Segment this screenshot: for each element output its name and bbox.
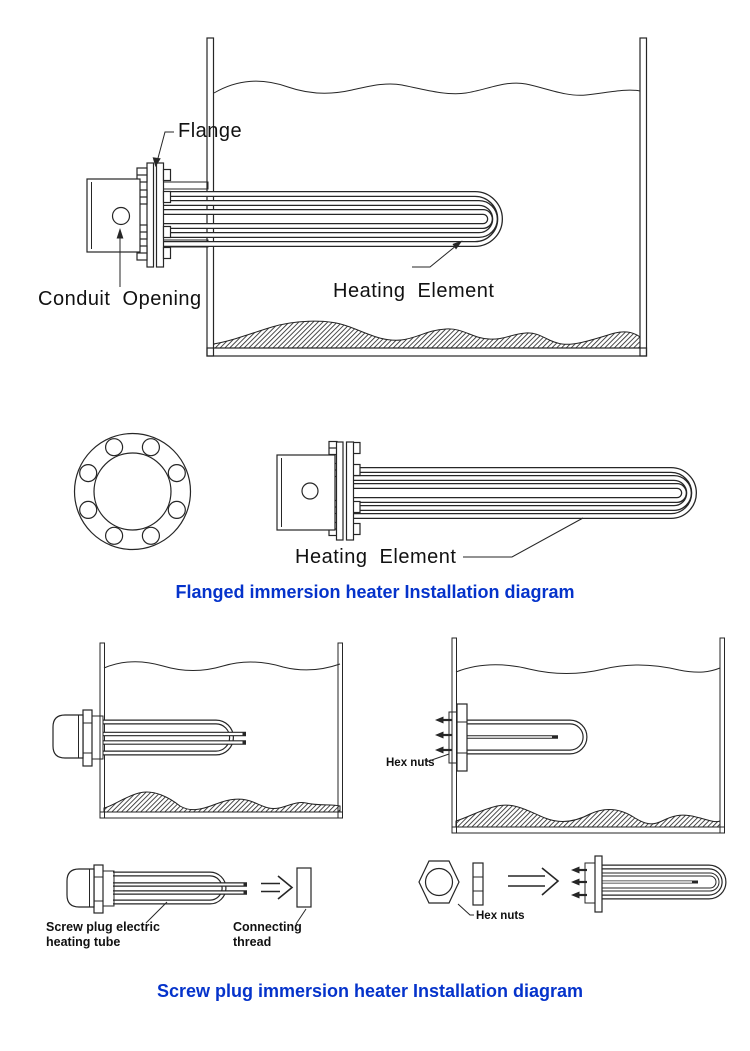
- heater3-hex-plate: [82, 709, 93, 767]
- hex-nut-bore: [424, 867, 454, 897]
- heating-element-label-1: Heating Element: [333, 280, 494, 302]
- hex-nut-side-view: [472, 862, 484, 906]
- conduit-opening-label: Conduit Opening: [38, 288, 202, 310]
- heater3-thread: [90, 715, 104, 760]
- heater3-assembly: [52, 709, 246, 767]
- heater1-flange-plate-2: [155, 162, 165, 268]
- heater2-tubes: [352, 467, 697, 519]
- figure-flanged-views: Heating Element Flanged immersion heater…: [73, 432, 697, 602]
- connecting-thread-piece: [296, 867, 312, 908]
- heater2-flange-plate-2: [345, 441, 355, 541]
- heater6-terminal-studs: [571, 866, 587, 899]
- tank2-bottom-wall: [99, 811, 343, 819]
- heater6-tubes: [599, 864, 727, 900]
- flange-leader-arrow: [152, 131, 174, 167]
- flanged-caption: Flanged immersion heater Installation di…: [175, 582, 574, 602]
- tank1-sediment: [213, 320, 641, 349]
- heater5-cap: [66, 868, 95, 908]
- tank3-bottom-wall: [451, 826, 725, 834]
- heater5-tubes: [113, 871, 247, 905]
- heater3-cap: [52, 714, 84, 759]
- heater1-nozzle-top: [162, 181, 209, 190]
- hex-nut-front-view: [418, 860, 460, 904]
- hex-nuts-tank-label: Hex nuts: [386, 757, 435, 769]
- heating-element-leader-arrow: [412, 240, 463, 268]
- heater6-assembly: [571, 855, 727, 913]
- tank1-bottom-wall: [206, 347, 648, 357]
- figure-screwplug: Hex nuts Screw plug electric heating tub…: [46, 637, 727, 1001]
- heater1-conduit-opening-hole: [111, 206, 131, 226]
- transform-arrow-right: [508, 867, 560, 896]
- screwplug-right-tank: Hex nuts: [386, 637, 725, 834]
- heater6-flange-plate: [594, 855, 603, 913]
- flange-label: Flange: [178, 120, 242, 142]
- hex-nuts-detail-label: Hex nuts: [476, 910, 525, 922]
- heater1-flange-plate-1: [146, 162, 155, 268]
- heater4-terminal-studs: [435, 716, 452, 754]
- heater2-assembly: [276, 440, 697, 541]
- hex-nuts-detail-leader: [457, 903, 474, 916]
- connecting-label-line2: thread: [233, 935, 271, 949]
- heater3-tubes: [103, 719, 246, 756]
- hex-nuts-tank-leader: [425, 753, 450, 763]
- tank2-left-wall: [99, 642, 105, 819]
- heating-element-leader-2: [463, 517, 584, 558]
- conduit-leader-arrow: [116, 228, 124, 287]
- connecting-label-line1: Connecting: [233, 920, 302, 934]
- transform-arrow-left: [261, 875, 294, 900]
- tank2-sediment: [103, 791, 341, 813]
- screwplug-detail-left: Screw plug electric heating tube Connect…: [46, 864, 312, 949]
- connecting-leader: [295, 908, 307, 925]
- screw-plug-label-line2: heating tube: [46, 935, 120, 949]
- figure-flanged-tank: Flange Conduit Opening Heating Element: [38, 37, 648, 357]
- tank3-left-wall: [451, 637, 457, 834]
- heater4-flange-plate: [456, 703, 468, 772]
- screw-plug-label-line1: Screw plug electric: [46, 920, 160, 934]
- screw-plug-leader: [145, 901, 168, 924]
- tank1-right-wall: [639, 37, 648, 357]
- heater2-conduit-hole: [301, 482, 319, 500]
- heating-element-label-2: Heating Element: [295, 546, 456, 568]
- heater1-assembly: [86, 162, 503, 268]
- heater4-tubes: [465, 719, 588, 755]
- tank1-water-line: [213, 80, 641, 96]
- heater5-hex-plate: [93, 864, 104, 914]
- screwplug-caption: Screw plug immersion heater Installation…: [157, 981, 583, 1001]
- heater1-tubes: [160, 191, 503, 247]
- heater5-thread: [102, 870, 115, 907]
- screwplug-detail-right: Hex nuts: [418, 855, 727, 922]
- flange-face-view: [73, 432, 192, 551]
- screwplug-left-tank: [52, 642, 343, 819]
- heater1-flange-bolts: [136, 167, 172, 261]
- tank2-water-line: [103, 661, 341, 671]
- tank3-water-line: [455, 664, 721, 674]
- tank2-right-wall: [337, 642, 343, 819]
- heater2-flange-plate-1: [335, 441, 344, 541]
- heater4-assembly: [435, 703, 588, 772]
- tank3-right-wall: [719, 637, 725, 834]
- tank3-sediment: [455, 804, 721, 828]
